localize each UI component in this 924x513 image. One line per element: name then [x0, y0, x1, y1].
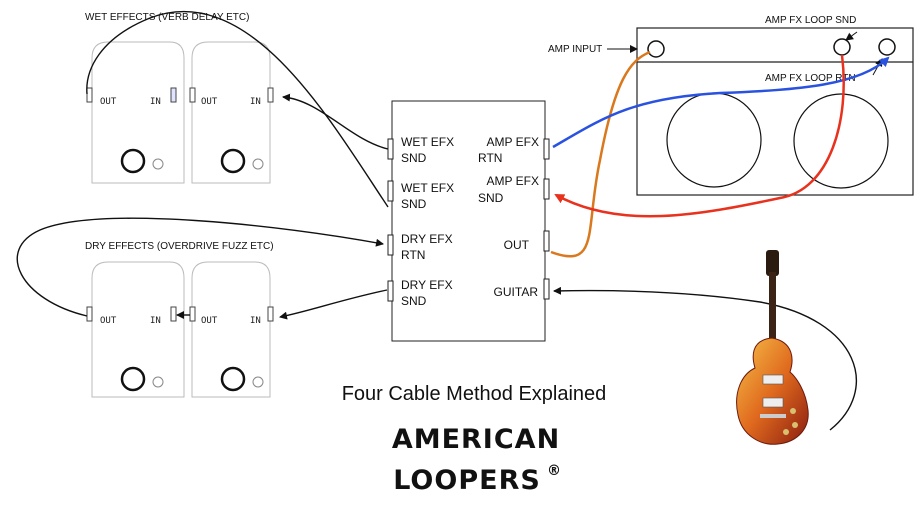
looper-unit: WET EFX SND WET EFX SND DRY EFX RTN DRY … [387, 100, 550, 342]
cable-guitar [553, 286, 857, 431]
speaker-left-icon [666, 92, 762, 188]
pedal-jack-in [267, 87, 274, 103]
cable-wet-rtn [86, 11, 389, 208]
wet-efx-rtn-label-1: WET EFX [401, 181, 454, 195]
led-icon [252, 376, 264, 388]
wet-efx-snd-jack [387, 138, 394, 160]
american-loopers-logo: AMERICAN LOOPERS ® [392, 424, 562, 496]
amp-efx-rtn-jack [543, 138, 550, 160]
caption: Four Cable Method Explained [342, 383, 607, 405]
dry-efx-snd-label-1: DRY EFX [401, 278, 453, 292]
out-label: OUT [504, 238, 530, 252]
amp-efx-rtn-label-2: RTN [478, 151, 502, 165]
brand-line-2: LOOPERS [393, 465, 541, 496]
wet-efx-snd-label-1: WET EFX [401, 135, 454, 149]
pedal-out-label: OUT [100, 97, 117, 107]
pedal-jack-in [267, 306, 274, 322]
pedal-in-label: IN [150, 97, 161, 107]
dry-efx-rtn-jack [387, 234, 394, 256]
pedal-out-label: OUT [201, 97, 218, 107]
wet-efx-rtn-label-2: SND [401, 197, 427, 211]
pedal-jack-in [170, 87, 177, 103]
dry-efx-rtn-label-1: DRY EFX [401, 232, 453, 246]
amp-fx-loop-rtn-jack [878, 38, 896, 56]
led-icon [152, 376, 164, 388]
dry-efx-snd-jack [387, 280, 394, 302]
dry-pedal-2: OUT IN [189, 261, 274, 398]
amp-efx-snd-label-1: AMP EFX [487, 174, 539, 188]
pedal-out-label: OUT [100, 316, 117, 326]
wet-efx-rtn-jack [387, 180, 394, 202]
dry-efx-rtn-label-2: RTN [401, 248, 425, 262]
amp-efx-rtn-label-1: AMP EFX [487, 135, 539, 149]
wet-pedal-2: OUT IN [189, 41, 274, 184]
wet-pedal-1: OUT IN [86, 41, 185, 184]
pedal-jack-out [86, 87, 93, 103]
led-icon [252, 158, 264, 170]
speaker-right-icon [793, 93, 889, 189]
dry-effects-label: DRY EFFECTS (OVERDRIVE FUZZ ETC) [85, 241, 274, 252]
cable-dry-rtn [16, 217, 384, 317]
pedal-in-label: IN [250, 316, 261, 326]
footswitch-icon [220, 366, 246, 392]
footswitch-icon [120, 148, 146, 174]
dry-pedal-1: OUT IN [86, 261, 185, 398]
cable-blue-fx-rtn [552, 56, 890, 149]
amplifier: AMP INPUT AMP FX LOOP SND AMP FX LOOP RT… [548, 15, 914, 196]
led-icon [152, 158, 164, 170]
pedal-in-label: IN [250, 97, 261, 107]
black-cables [16, 11, 857, 431]
amp-efx-snd-label-2: SND [478, 191, 504, 205]
brand-line-1: AMERICAN [392, 424, 560, 455]
brand-registered-mark: ® [547, 463, 562, 479]
amp-efx-snd-jack [543, 178, 550, 200]
amp-input-label: AMP INPUT [548, 44, 602, 55]
out-jack [543, 230, 550, 252]
cable-wet-snd [282, 93, 389, 150]
pedal-out-label: OUT [201, 316, 218, 326]
pedal-jack-out [189, 306, 196, 322]
amp-fx-loop-snd-jack [833, 38, 851, 56]
cable-red-fx-snd [554, 54, 845, 218]
amp-fx-snd-label: AMP FX LOOP SND [765, 15, 856, 26]
pedal-jack-in [170, 306, 177, 322]
pedal-jack-out [189, 87, 196, 103]
amp-input-jack [647, 40, 665, 58]
wet-efx-snd-label-2: SND [401, 151, 427, 165]
footswitch-icon [220, 148, 246, 174]
cable-dry-snd [279, 289, 388, 320]
wet-effects-label: WET EFFECTS (VERB DELAY ETC) [85, 12, 249, 23]
guitar-icon [736, 250, 809, 445]
cable-orange-amp-input [550, 50, 651, 258]
pedal-jack-out [86, 306, 93, 322]
pedal-in-label: IN [150, 316, 161, 326]
footswitch-icon [120, 366, 146, 392]
amp-fx-rtn-label: AMP FX LOOP RTN [765, 73, 856, 84]
guitar-jack [543, 278, 550, 300]
dry-efx-snd-label-2: SND [401, 294, 427, 308]
guitar-label: GUITAR [494, 285, 539, 299]
